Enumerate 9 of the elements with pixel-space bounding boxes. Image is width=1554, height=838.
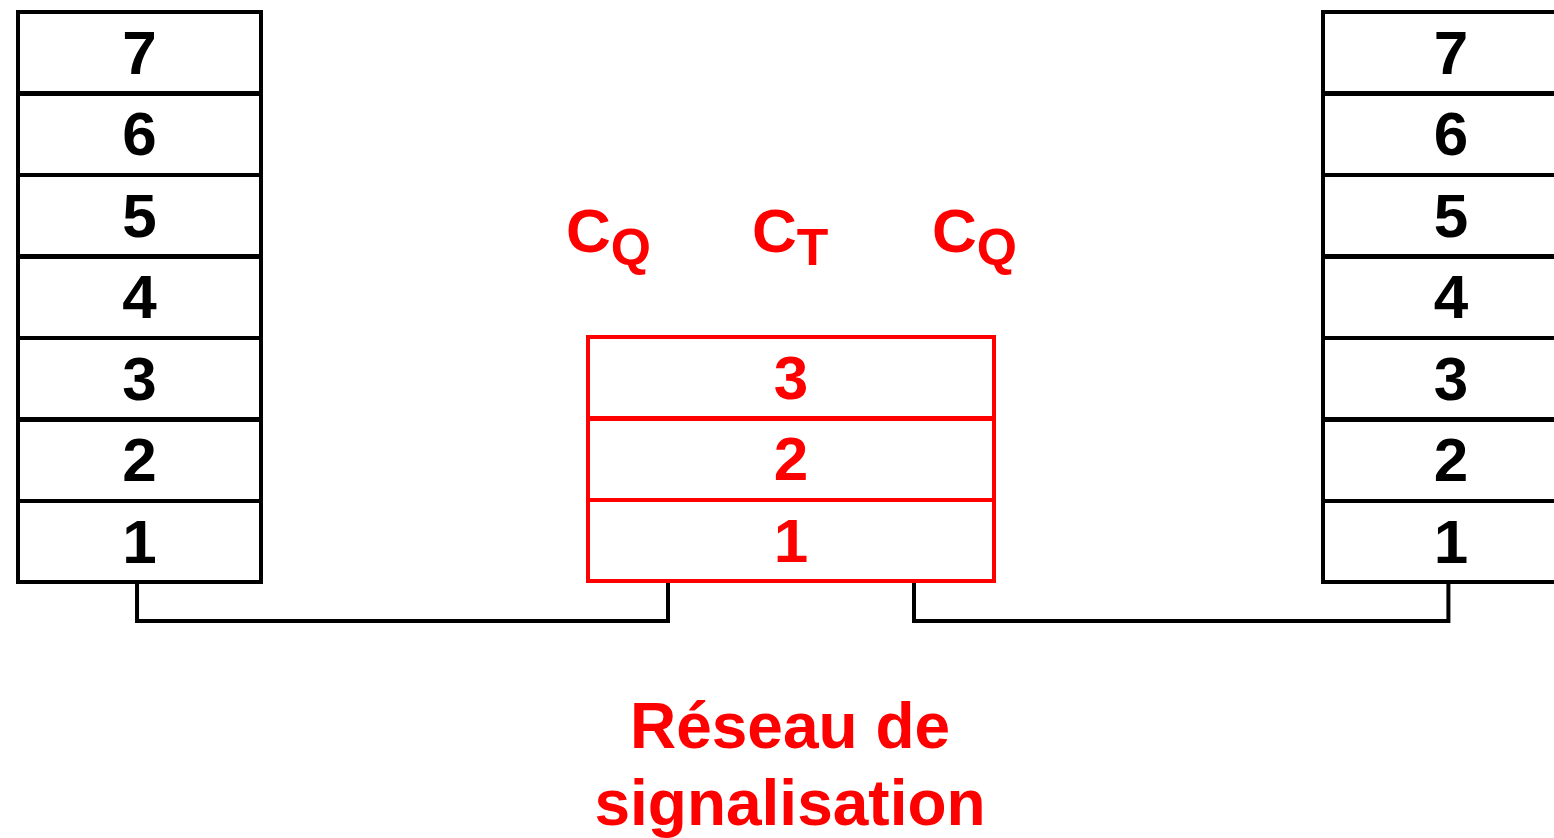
connector-line [135, 581, 670, 623]
network-caption: Réseau de signalisation [593, 689, 987, 838]
signal-label: C$_{Q}$ [932, 200, 1017, 275]
layer-cell: 7 [16, 10, 263, 95]
layer-cell: 3 [586, 335, 996, 420]
signal-label: C$_{Q}$ [566, 200, 651, 275]
signal-label: C$_{T}$ [752, 200, 829, 275]
layer-cell: 7 [1321, 10, 1554, 95]
connector-line [912, 581, 1451, 623]
